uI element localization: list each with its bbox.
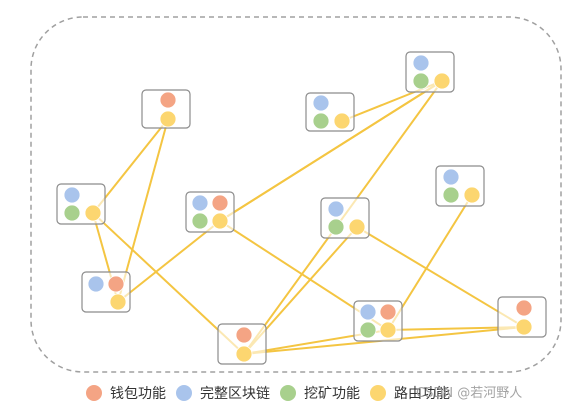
legend-label-routing: 路由功能 — [394, 386, 450, 402]
edge-n5-n8 — [117, 220, 221, 303]
mining-function-icon — [191, 212, 209, 230]
node-box — [185, 191, 235, 233]
legend-label-mining: 挖矿功能 — [304, 386, 360, 402]
wallet-function-icon — [379, 303, 397, 321]
legend: 钱包功能 完整区块链 挖矿功能 路由功能 — [86, 383, 460, 403]
routing-function-icon — [379, 321, 397, 339]
node-n6 — [320, 197, 370, 239]
watermark: CSDN @若河野人 — [416, 386, 523, 401]
node-n5 — [185, 191, 235, 233]
full-blockchain-function-icon — [412, 54, 430, 72]
wallet-function-icon — [235, 326, 253, 344]
node-n2 — [56, 183, 106, 225]
routing-function-icon — [333, 112, 351, 130]
full-blockchain-function-icon — [327, 200, 345, 218]
mining-function-icon — [327, 218, 345, 236]
routing-dot-icon — [370, 385, 386, 401]
node-n11 — [497, 296, 547, 338]
node-n1 — [141, 89, 191, 129]
mining-function-icon — [63, 204, 81, 222]
network-boundary — [30, 16, 562, 373]
legend-item-full-blockchain: 完整区块链 — [176, 383, 270, 403]
mining-function-icon — [312, 112, 330, 130]
legend-item-routing: 路由功能 — [370, 383, 450, 403]
node-box — [497, 296, 547, 338]
mining-function-icon — [412, 72, 430, 90]
routing-function-icon — [515, 318, 533, 336]
full-blockchain-function-icon — [312, 94, 330, 112]
routing-function-icon — [433, 72, 451, 90]
wallet-function-icon — [211, 194, 229, 212]
node-n4 — [405, 51, 455, 93]
node-n10 — [353, 300, 403, 342]
full-blockchain-function-icon — [359, 303, 377, 321]
edge-n4-n5 — [219, 80, 443, 222]
mining-dot-icon — [280, 385, 296, 401]
nodes-layer — [56, 51, 547, 365]
node-n8 — [81, 271, 131, 313]
routing-function-icon — [84, 204, 102, 222]
edge-n6-n11 — [356, 226, 525, 328]
legend-item-mining: 挖矿功能 — [280, 383, 360, 403]
routing-function-icon — [159, 110, 177, 128]
legend-item-wallet: 钱包功能 — [86, 383, 166, 403]
full-blockchain-function-icon — [191, 194, 209, 212]
wallet-function-icon — [515, 299, 533, 317]
routing-function-icon — [109, 293, 127, 311]
wallet-function-icon — [107, 275, 125, 293]
routing-function-icon — [235, 345, 253, 363]
full-blockchain-function-icon — [87, 275, 105, 293]
full-blockchain-function-icon — [442, 168, 460, 186]
full-blockchain-function-icon — [63, 186, 81, 204]
legend-label-full-blockchain: 完整区块链 — [200, 386, 270, 402]
routing-function-icon — [463, 186, 481, 204]
mining-function-icon — [359, 321, 377, 339]
node-n7 — [435, 165, 485, 207]
node-box — [141, 89, 191, 129]
legend-label-wallet: 钱包功能 — [110, 386, 166, 402]
node-n3 — [305, 92, 355, 132]
routing-function-icon — [211, 212, 229, 230]
routing-function-icon — [348, 218, 366, 236]
node-box — [353, 300, 403, 342]
node-box — [217, 323, 267, 365]
node-n9 — [217, 323, 267, 365]
mining-function-icon — [442, 186, 460, 204]
wallet-dot-icon — [86, 385, 102, 401]
full-blockchain-dot-icon — [176, 385, 192, 401]
wallet-function-icon — [159, 91, 177, 109]
